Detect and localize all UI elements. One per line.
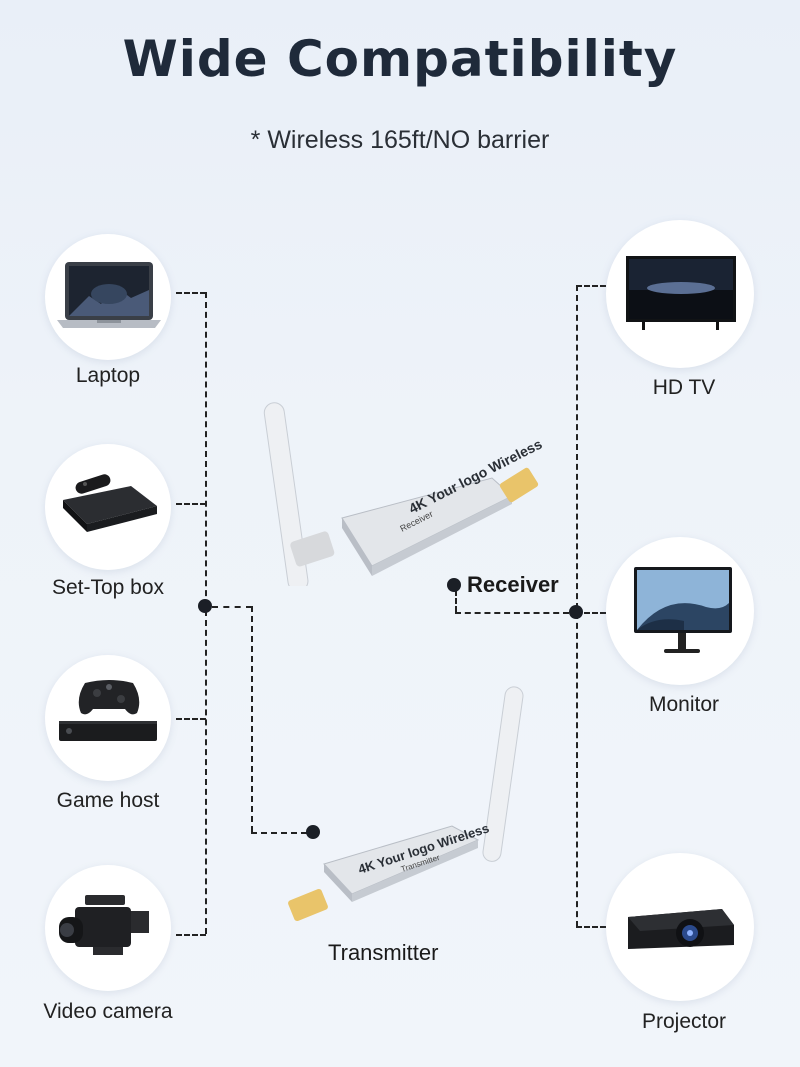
monitor-icon	[634, 567, 732, 653]
connector-line	[176, 503, 206, 505]
connector-line	[176, 718, 206, 720]
laptop-icon	[57, 262, 161, 328]
connector-line	[455, 590, 457, 612]
receiver-dot	[447, 578, 461, 592]
connector-line	[212, 606, 252, 608]
connector-line	[576, 285, 606, 287]
projector-icon	[628, 909, 734, 949]
connector-line	[455, 612, 569, 614]
video-camera-circle	[45, 865, 171, 991]
connector-line	[176, 292, 206, 294]
projector-circle	[606, 853, 754, 1001]
connector-line	[576, 926, 606, 928]
source-label-game-host: Game host	[56, 789, 160, 812]
page-title: Wide Compatibility	[122, 30, 678, 88]
transmitter-label: Transmitter	[328, 940, 439, 965]
display-label-monitor: Monitor	[648, 693, 720, 716]
set-top-box-icon	[63, 474, 157, 532]
source-label-set-top-box: Set-Top box	[51, 576, 165, 599]
video-camera-icon	[59, 895, 149, 955]
receiver-device: 4K Your logo Wireless Receiver	[263, 402, 545, 586]
laptop-circle	[45, 234, 171, 360]
game-host-circle	[45, 655, 171, 781]
transmitter-device: 4K Your logo Wireless Transmitter	[288, 686, 524, 922]
game-console-icon	[59, 680, 157, 741]
junction-dot	[198, 599, 212, 613]
set-top-box-circle	[45, 444, 171, 570]
hd-tv-circle	[606, 220, 754, 368]
connector-line	[251, 606, 253, 832]
source-label-laptop: Laptop	[75, 364, 141, 387]
subtitle: * Wireless 165ft/NO barrier	[250, 126, 550, 154]
junction-dot	[569, 605, 583, 619]
monitor-circle	[606, 537, 754, 685]
connector-line	[205, 292, 207, 934]
tv-icon	[626, 256, 736, 330]
display-label-projector: Projector	[641, 1010, 727, 1033]
connector-line	[176, 934, 206, 936]
connector-line	[576, 612, 606, 614]
source-label-video-camera: Video camera	[43, 1000, 173, 1023]
display-label-hd-tv: HD TV	[652, 376, 716, 399]
transmitter-dot	[306, 825, 320, 839]
connector-line	[251, 832, 307, 834]
receiver-label: Receiver	[467, 572, 559, 597]
